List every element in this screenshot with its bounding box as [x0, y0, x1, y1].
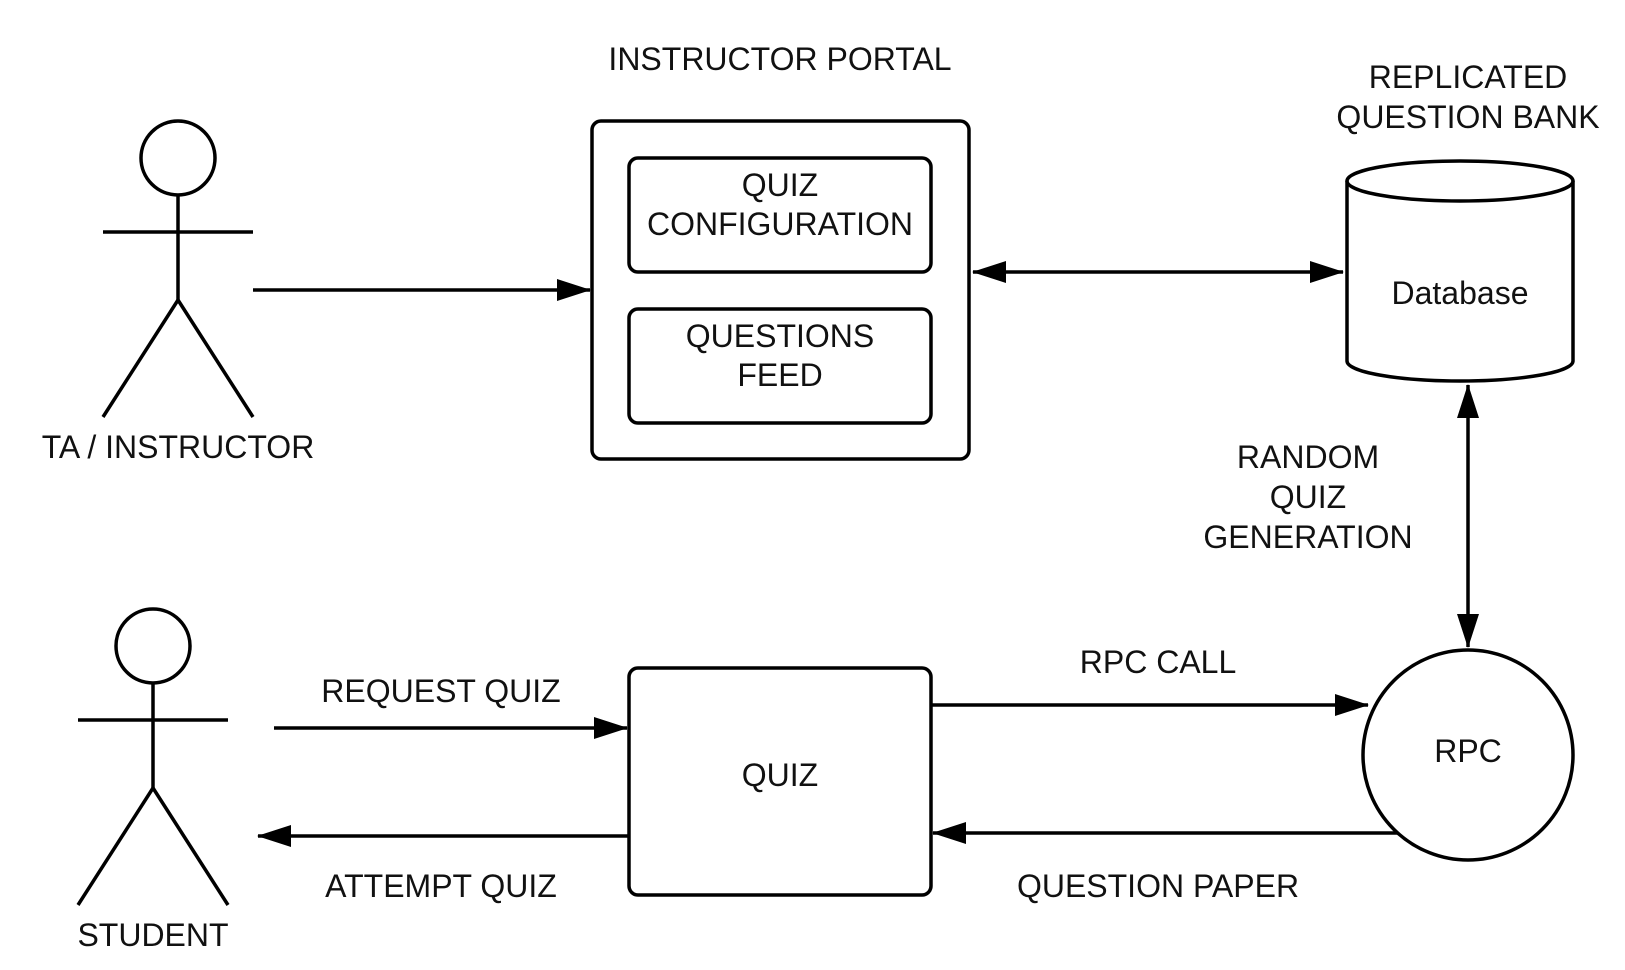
attempt-quiz-label: ATTEMPT QUIZ	[325, 868, 557, 904]
student-actor-label: STUDENT	[77, 917, 228, 953]
question-paper-label: QUESTION PAPER	[1017, 868, 1299, 904]
rpc-node-label: RPC	[1434, 733, 1502, 769]
quiz-configuration-box[interactable]	[627, 156, 933, 274]
request-quiz-label: REQUEST QUIZ	[321, 673, 560, 709]
quiz-configuration-label-line1: QUIZ	[742, 167, 818, 203]
random-quiz-generation-label-line2: QUIZ	[1270, 479, 1346, 515]
quiz-configuration-label-line2: CONFIGURATION	[647, 206, 913, 242]
database-title-line2: QUESTION BANK	[1336, 99, 1599, 135]
database-title-line1: REPLICATED	[1369, 59, 1568, 95]
instructor-head	[139, 119, 217, 197]
instructor-portal-title: INSTRUCTOR PORTAL	[608, 41, 951, 77]
student-right-leg	[151, 787, 230, 906]
database-cylinder[interactable]	[1345, 159, 1575, 383]
instructor-left-leg	[101, 299, 180, 418]
quiz-box[interactable]	[627, 666, 933, 897]
questions-feed-box[interactable]	[627, 307, 933, 425]
instructor-actor-label: TA / INSTRUCTOR	[42, 429, 315, 465]
student-left-leg	[76, 787, 155, 906]
student-head	[114, 607, 192, 685]
student-actor-figure	[76, 607, 230, 906]
rpc-call-label: RPC CALL	[1080, 644, 1237, 680]
random-quiz-generation-label-line1: RANDOM	[1237, 439, 1379, 475]
instructor-actor-figure	[101, 119, 255, 418]
questions-feed-label-line1: QUESTIONS	[686, 318, 874, 354]
database-label: Database	[1392, 275, 1529, 311]
questions-feed-label-line2: FEED	[737, 357, 822, 393]
rpc-node[interactable]	[1361, 648, 1575, 862]
random-quiz-generation-label-line3: GENERATION	[1203, 519, 1412, 555]
instructor-right-leg	[176, 299, 255, 418]
quiz-box-label: QUIZ	[742, 757, 818, 793]
